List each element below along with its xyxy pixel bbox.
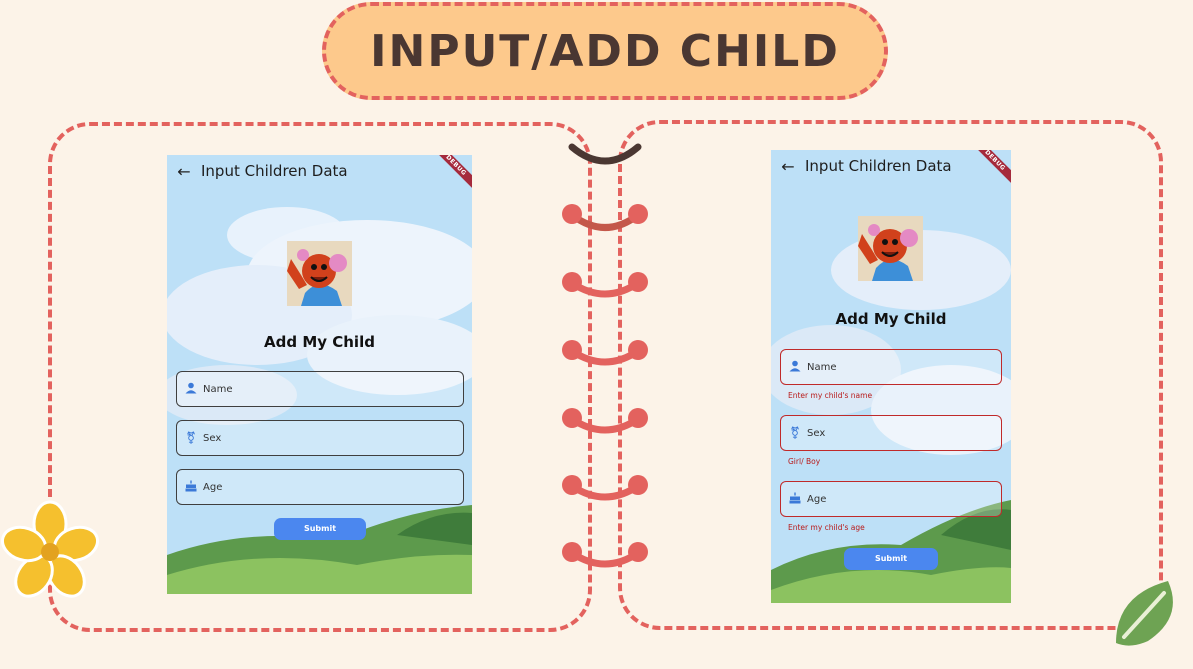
name-field[interactable]: Name [176,371,464,407]
age-field[interactable]: Age [780,481,1002,517]
sex-error-text: Girl/ Boy [788,457,821,466]
form-heading: Add My Child [835,310,947,328]
ring-5 [562,475,648,501]
roo-character-icon [287,241,352,306]
ring-3 [562,340,648,366]
app-bar: ← Input Children Data [771,150,1011,182]
binder-rings [562,143,648,568]
cake-icon [179,480,203,495]
name-field[interactable]: Name [780,349,1002,385]
notebook-page-right [618,120,1163,630]
app-bar: ← Input Children Data [167,155,472,187]
age-field-label: Age [203,481,223,493]
arrow-left-icon[interactable]: ← [781,156,795,176]
title-banner: INPUT/ADD CHILD [322,2,888,100]
age-error-text: Enter my child's age [788,523,865,532]
sex-field-label: Sex [807,427,826,439]
person-icon [179,382,203,397]
page-title: INPUT/ADD CHILD [370,25,840,77]
submit-button[interactable]: Submit [274,518,366,540]
notebook-page-left [48,122,592,632]
phone-screen-right: ← Input Children Data DEBUG Add My Child… [771,150,1011,603]
cake-icon [783,492,807,507]
submit-button[interactable]: Submit [844,548,938,570]
app-bar-title: Input Children Data [805,157,952,175]
ring-4 [562,408,648,434]
leaf-icon [1116,581,1173,646]
name-field-label: Name [807,361,837,373]
form-heading: Add My Child [264,333,375,351]
ring-2 [562,272,648,298]
sex-field[interactable]: ⚧ Sex [780,415,1002,451]
person-icon [783,360,807,375]
gender-icon: ⚧ [789,426,801,440]
age-field[interactable]: Age [176,469,464,505]
gender-icon: ⚧ [185,431,197,445]
arrow-left-icon[interactable]: ← [177,161,191,181]
app-bar-title: Input Children Data [201,162,348,180]
ring-6 [562,542,648,568]
age-field-label: Age [807,493,827,505]
ring-top [568,143,642,165]
name-error-text: Enter my child's name [788,391,873,400]
phone-screen-left: ← Input Children Data DEBUG Add My Child… [167,155,472,594]
ring-1 [562,204,648,231]
sex-field-label: Sex [203,432,222,444]
name-field-label: Name [203,383,233,395]
flower-icon [1,500,99,598]
sex-field[interactable]: ⚧ Sex [176,420,464,456]
child-avatar [858,216,923,281]
child-avatar [287,241,352,306]
roo-character-icon [858,216,923,281]
